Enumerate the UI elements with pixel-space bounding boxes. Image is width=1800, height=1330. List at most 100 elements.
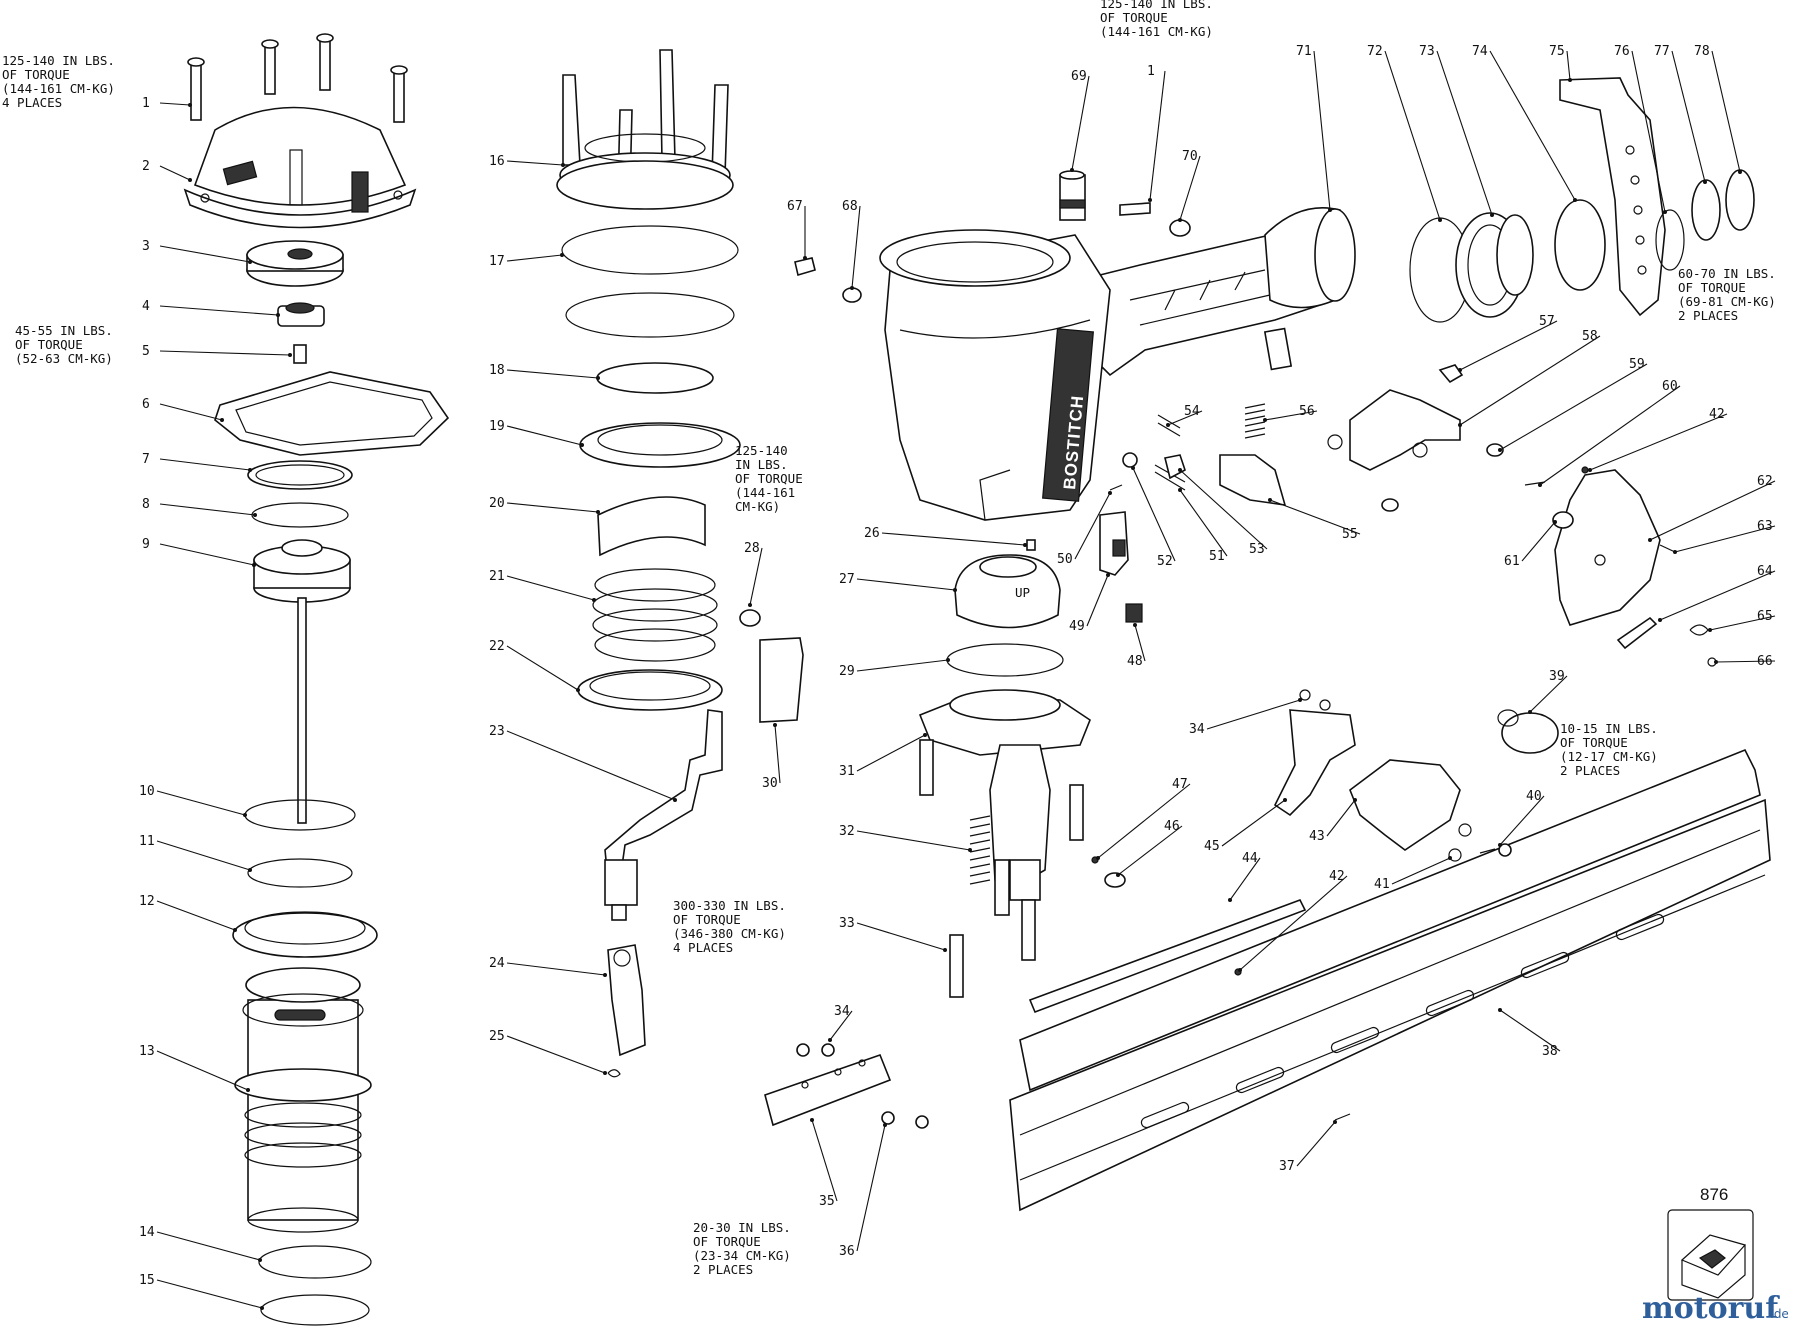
ring-78 bbox=[1725, 169, 1755, 231]
valve-cover-30 bbox=[759, 637, 804, 723]
leader-arrow-63 bbox=[1673, 550, 1677, 554]
leader-line-55 bbox=[1269, 499, 1361, 535]
part-53 bbox=[1164, 454, 1186, 480]
part-number-64: 64 bbox=[1757, 564, 1773, 579]
leader-line-35 bbox=[811, 1119, 838, 1202]
watermark-text: motoruf bbox=[1642, 1291, 1780, 1326]
part-number-5: 5 bbox=[142, 344, 150, 359]
ring-18 bbox=[596, 362, 714, 394]
leader-arrow-64 bbox=[1658, 618, 1662, 622]
part-number-31: 31 bbox=[839, 764, 855, 779]
left-stack bbox=[183, 33, 450, 1326]
bolt-33b bbox=[1069, 784, 1084, 841]
part-number-10: 10 bbox=[139, 784, 155, 799]
spring-56 bbox=[1244, 403, 1266, 439]
middle-stack bbox=[556, 49, 804, 1078]
end-cap-73 bbox=[1455, 212, 1534, 318]
ring-29 bbox=[946, 643, 1064, 677]
leader-arrow-65 bbox=[1708, 628, 1712, 632]
leader-line-15 bbox=[156, 1279, 263, 1309]
ring-8 bbox=[251, 502, 349, 528]
frame-seal bbox=[556, 49, 734, 210]
nut-34b bbox=[796, 1043, 810, 1057]
part-number-27: 27 bbox=[839, 572, 855, 587]
cylinder bbox=[234, 967, 372, 1233]
ring-22 bbox=[577, 669, 723, 711]
leader-arrow-24 bbox=[603, 973, 607, 977]
torque-note-n1-line: OF TORQUE bbox=[2, 67, 70, 82]
leader-arrow-37 bbox=[1333, 1120, 1337, 1124]
part-number-65: 65 bbox=[1757, 609, 1773, 624]
leader-line-76 bbox=[1631, 50, 1666, 213]
leader-arrow-34 bbox=[1298, 698, 1302, 702]
leader-line-63 bbox=[1674, 525, 1776, 553]
pin-63 bbox=[1659, 544, 1676, 553]
part-number-52: 52 bbox=[1157, 554, 1173, 569]
leader-line-60 bbox=[1539, 385, 1681, 486]
bolt-33c bbox=[1021, 899, 1036, 961]
leader-line-34 bbox=[1206, 699, 1301, 730]
part-number-43: 43 bbox=[1309, 829, 1325, 844]
torque-note-n5-line: 300-330 IN LBS. bbox=[673, 898, 786, 913]
leader-line-64 bbox=[1659, 570, 1776, 621]
ring-17 bbox=[561, 225, 739, 275]
nut-34 bbox=[1299, 689, 1311, 701]
leader-line-10 bbox=[156, 790, 246, 816]
torque-note-n6-line: (23-34 CM-KG) bbox=[693, 1248, 791, 1263]
leader-arrow-16 bbox=[561, 163, 565, 167]
leader-line-29 bbox=[856, 659, 949, 672]
leader-arrow-35 bbox=[810, 1118, 814, 1122]
part-number-73: 73 bbox=[1419, 44, 1435, 59]
leader-line-70 bbox=[1179, 155, 1201, 221]
washer-70 bbox=[1169, 219, 1191, 237]
leader-arrow-42b bbox=[1238, 968, 1242, 972]
leader-line-65 bbox=[1709, 615, 1776, 631]
part-number-69: 69 bbox=[1071, 69, 1087, 84]
leader-line-32 bbox=[856, 830, 971, 851]
part-number-20: 20 bbox=[489, 496, 505, 511]
part-number-39: 39 bbox=[1549, 669, 1565, 684]
part-number-1: 1 bbox=[142, 96, 150, 111]
leader-arrow-76 bbox=[1663, 210, 1667, 214]
lever-55 bbox=[1219, 454, 1287, 506]
bumper-ring bbox=[232, 912, 378, 958]
leader-line-7 bbox=[159, 458, 251, 471]
bolt-33a bbox=[919, 739, 934, 796]
ring-77 bbox=[1691, 179, 1721, 241]
torque-note-n6-line: OF TORQUE bbox=[693, 1234, 761, 1249]
leader-line-13 bbox=[156, 1050, 249, 1091]
leader-line-71 bbox=[1313, 50, 1331, 211]
leader-arrow-2 bbox=[188, 178, 192, 182]
leader-line-42 bbox=[1589, 413, 1728, 471]
leader-line-51 bbox=[1179, 489, 1228, 557]
part-number-15: 15 bbox=[139, 1273, 155, 1288]
leader-line-4 bbox=[159, 305, 279, 316]
torque-note-n5-line: 4 PLACES bbox=[673, 940, 733, 955]
part-number-36: 36 bbox=[839, 1244, 855, 1259]
leader-arrow-31 bbox=[923, 733, 927, 737]
leader-arrow-41 bbox=[1448, 856, 1452, 860]
pusher-43 bbox=[1349, 759, 1461, 851]
up-marking: UP bbox=[1015, 585, 1030, 600]
part-number-78: 78 bbox=[1694, 44, 1710, 59]
torque-note-n4-line: OF TORQUE bbox=[735, 471, 803, 486]
torque-notes: 125-140 IN LBS.OF TORQUE(144-161 CM-KG)4… bbox=[2, 0, 1776, 1277]
valve-seal bbox=[277, 302, 325, 327]
leader-arrow-61 bbox=[1553, 520, 1557, 524]
leader-line-18 bbox=[506, 369, 599, 379]
leader-line-49 bbox=[1086, 574, 1109, 627]
part-number-23: 23 bbox=[489, 724, 505, 739]
leader-line-30 bbox=[774, 724, 781, 784]
part-number-76: 76 bbox=[1614, 44, 1630, 59]
part-number-7: 7 bbox=[142, 452, 150, 467]
leader-line-41 bbox=[1391, 857, 1451, 885]
safety-parts bbox=[1099, 364, 1717, 667]
leader-arrow-9 bbox=[252, 563, 256, 567]
part-number-50: 50 bbox=[1057, 552, 1073, 567]
part-number-45: 45 bbox=[1204, 839, 1220, 854]
torque-note-n8-line: 10-15 IN LBS. bbox=[1560, 721, 1658, 736]
oring-68 bbox=[842, 287, 862, 303]
leader-line-6 bbox=[159, 403, 223, 421]
part-number-29: 29 bbox=[839, 664, 855, 679]
rail-44 bbox=[1028, 899, 1307, 1014]
